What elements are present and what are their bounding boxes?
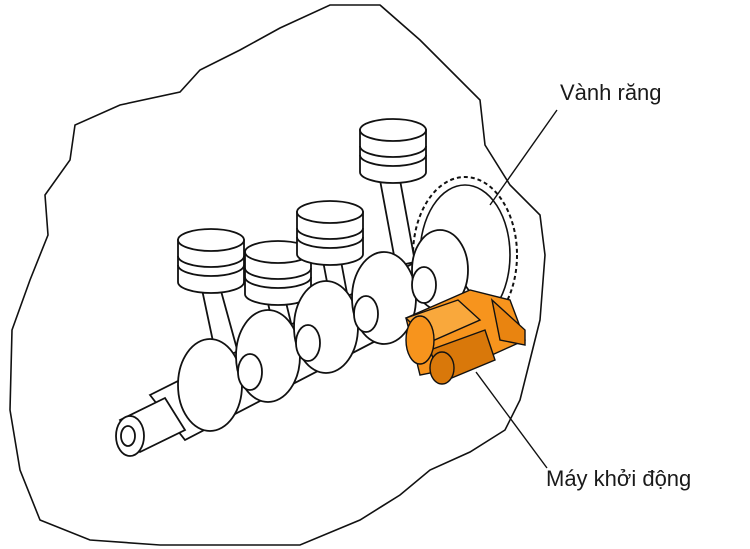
piston-4 (359, 118, 427, 184)
pistons (177, 118, 427, 306)
ring-gear-label: Vành răng (560, 80, 662, 105)
starter-motor (404, 289, 526, 385)
piston-2 (244, 240, 312, 306)
engine-block-outline (9, 4, 546, 546)
starter-motor-label: Máy khởi động (546, 466, 692, 491)
piston-1 (177, 228, 245, 294)
piston-3 (296, 200, 364, 266)
leader-lines (475, 109, 558, 469)
